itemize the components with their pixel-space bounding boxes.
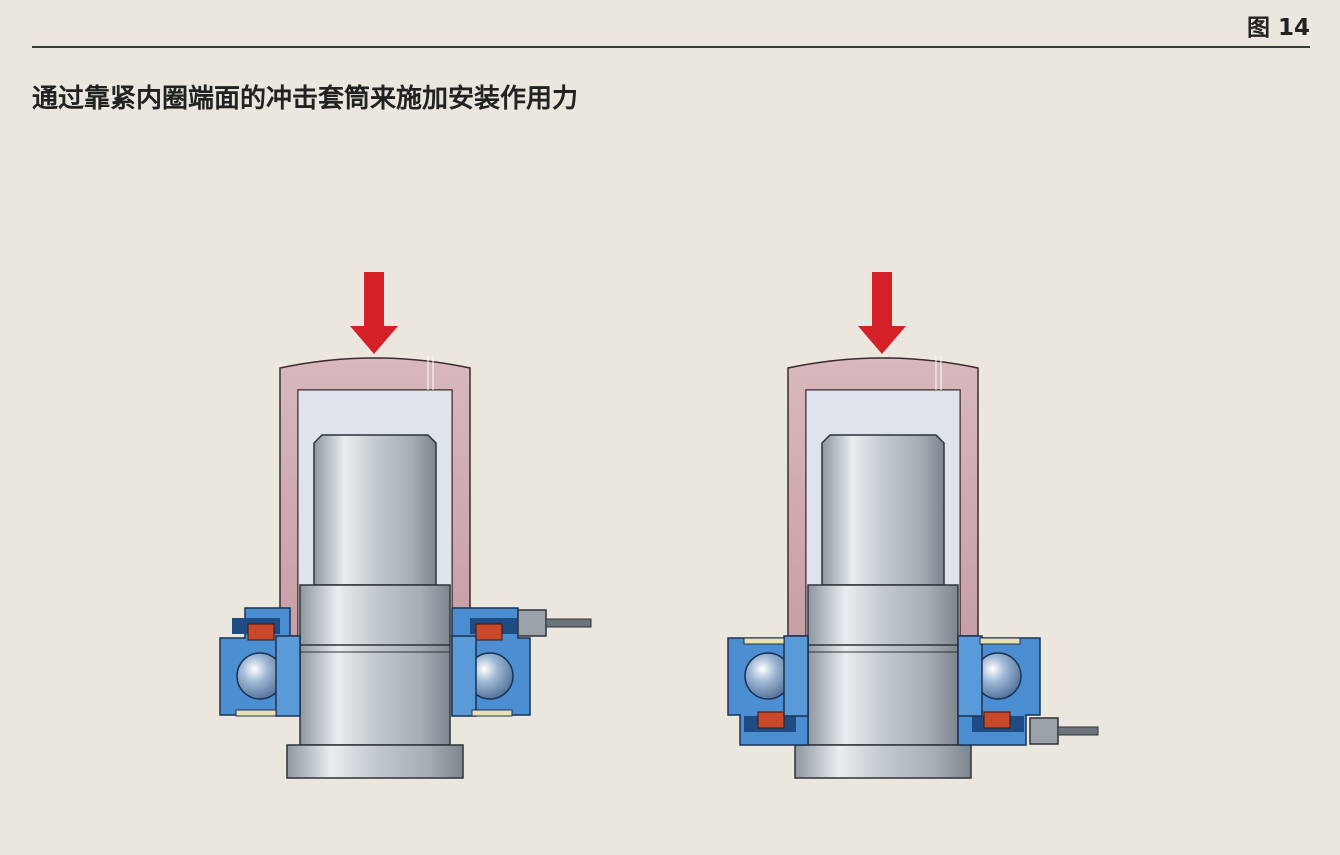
force-arrow-right [858,272,906,354]
sensor-cable-left [517,609,592,637]
sensor-cable-right [1029,717,1099,745]
assembly-right [727,272,1099,779]
force-arrow-left [350,272,398,354]
bearing-left-half-b [451,607,531,717]
bearing-right-half-a [727,635,809,746]
bearing-left-half-a [219,607,301,717]
assembly-left [219,272,592,779]
bearing-right-half-b [957,635,1041,746]
shaft-left [286,434,464,779]
figure-caption: 通过靠紧内圈端面的冲击套筒来施加安装作用力 [32,84,579,114]
figure-label: 图 14 [1246,15,1310,41]
shaft-right [794,434,972,779]
header-rule [32,46,1310,48]
